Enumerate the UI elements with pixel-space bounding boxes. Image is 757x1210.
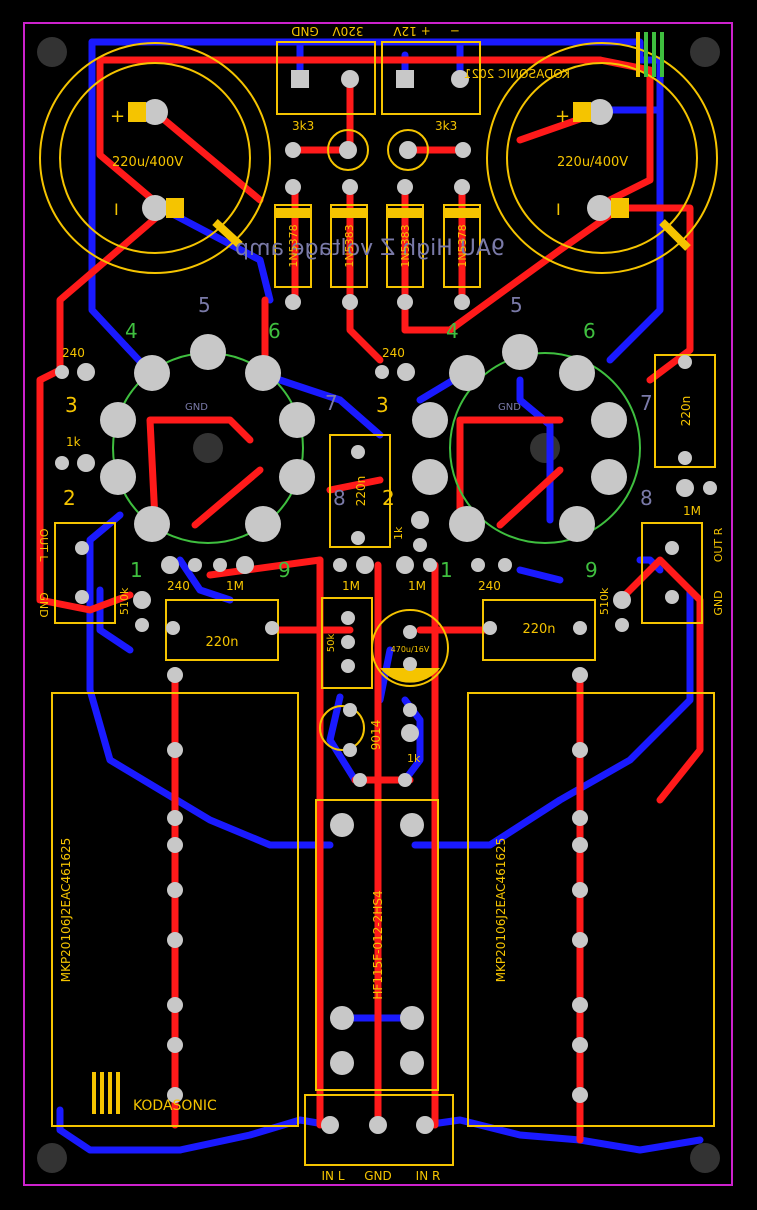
r1k-bottom: 1k <box>407 752 421 765</box>
transistor-outline <box>319 705 365 751</box>
board-outline <box>23 22 733 1186</box>
r1m-c1: 1M <box>342 579 360 593</box>
r510k-left: 510k <box>118 587 131 615</box>
elcap-label: 470u/16V <box>391 645 430 654</box>
r240-br: 240 <box>478 579 501 593</box>
logo-mark <box>92 1072 120 1114</box>
board-mirror-title: 9AU High Z voltage amp <box>235 236 505 261</box>
r1k-center: 1k <box>392 526 405 540</box>
relay-label: HF115F-012-2HS4 <box>371 890 385 999</box>
cap-right-minus: I <box>556 200 561 219</box>
out-left-gnd: GND <box>37 592 50 617</box>
cap-left-label: 220u/400V <box>112 155 183 170</box>
c220n-center: 220n <box>354 476 368 507</box>
conn-top-right-0: + 12V <box>393 24 431 38</box>
right-pin-9: 9 <box>585 558 598 582</box>
conn-top-right-1: − <box>450 24 460 38</box>
left-pin-2: 2 <box>63 486 76 510</box>
r510k-right: 510k <box>598 587 611 615</box>
r240-left: 240 <box>62 346 85 360</box>
cap-left <box>39 42 271 274</box>
left-pin-9: 9 <box>278 558 291 582</box>
diode-pads <box>285 179 470 310</box>
right-pin-6: 6 <box>583 319 596 343</box>
cap-left-plus: + <box>110 106 125 127</box>
logo-mark-top <box>636 32 664 77</box>
in-gnd-label: GND <box>364 1169 392 1183</box>
left-pin-5: 5 <box>198 293 211 317</box>
left-pin-7: 7 <box>325 391 338 415</box>
elcap-outline <box>371 609 449 687</box>
c220n-right: 220n <box>679 396 693 427</box>
r240-center: 240 <box>382 346 405 360</box>
out-right-label: OUT R <box>712 527 725 562</box>
film-caps <box>51 692 715 1127</box>
r1m-l: 1M <box>226 579 244 593</box>
left-tube-gnd: GND <box>185 402 208 413</box>
diode-label-0: 1N5378 <box>287 224 300 267</box>
cap-right-label: 220u/400V <box>557 155 628 170</box>
cap-right-plus: + <box>555 106 570 127</box>
board-title-top: KODASONIC 2021 <box>464 67 570 81</box>
tube-socket-right <box>412 334 641 544</box>
output-connectors <box>54 522 703 1166</box>
film-right-label: MKP20106J2EAC461625 <box>494 838 508 983</box>
res-3k3-left: 3k3 <box>292 119 314 133</box>
conn-top-left-1: 320V <box>332 24 364 38</box>
out-right-gnd: GND <box>712 590 725 615</box>
r240-bl: 240 <box>167 579 190 593</box>
right-pin-2: 2 <box>382 486 395 510</box>
right-tube-gnd: GND <box>498 402 521 413</box>
left-pin-8: 8 <box>333 486 346 510</box>
left-pin-4: 4 <box>125 319 138 343</box>
diode-label-3: 1N5378 <box>456 224 469 267</box>
r1m-c2: 1M <box>408 579 426 593</box>
c220n-bl: 220n <box>205 635 238 650</box>
terminal-top <box>276 41 481 115</box>
r1m-r: 1M <box>683 504 701 518</box>
res-3k3 <box>285 129 471 171</box>
right-pin-1: 1 <box>440 558 453 582</box>
relay-outline <box>315 799 439 1091</box>
logo-text: KODASONIC <box>133 1098 217 1114</box>
cap-left-minus: I <box>114 200 119 219</box>
diode-bands <box>276 208 479 218</box>
zener-diodes <box>274 204 481 288</box>
right-pin-7: 7 <box>640 391 653 415</box>
film-left-label: MKP20106J2EAC461625 <box>59 838 73 983</box>
left-pin-3: 3 <box>65 393 78 417</box>
small-pads <box>55 355 717 1134</box>
in-left-label: IN L <box>321 1169 344 1183</box>
cap-right <box>486 42 718 274</box>
conn-top-left-0: GND <box>291 24 319 38</box>
c220n-br: 220n <box>522 622 555 637</box>
right-pin-5: 5 <box>510 293 523 317</box>
in-right-label: IN R <box>416 1169 441 1183</box>
diode-label-1: 1N5383 <box>343 224 356 267</box>
out-left-label: OUT L <box>37 528 50 562</box>
cap-220n-boxes <box>165 354 716 661</box>
left-pin-1: 1 <box>130 558 143 582</box>
right-pin-4: 4 <box>446 319 459 343</box>
diode-label-2: 1N5383 <box>399 224 412 267</box>
left-pin-6: 6 <box>268 319 281 343</box>
terminal-top-pads <box>291 70 469 88</box>
right-pin-8: 8 <box>640 486 653 510</box>
elcap-stripe <box>380 668 440 683</box>
res-3k3-right: 3k3 <box>435 119 457 133</box>
right-pin-3: 3 <box>376 393 389 417</box>
pot-label: 50k <box>326 634 337 653</box>
tube-socket-left <box>100 334 315 544</box>
r1k-left: 1k <box>66 435 81 449</box>
relay-pads <box>330 813 424 1075</box>
transistor-label: 9014 <box>369 720 383 751</box>
